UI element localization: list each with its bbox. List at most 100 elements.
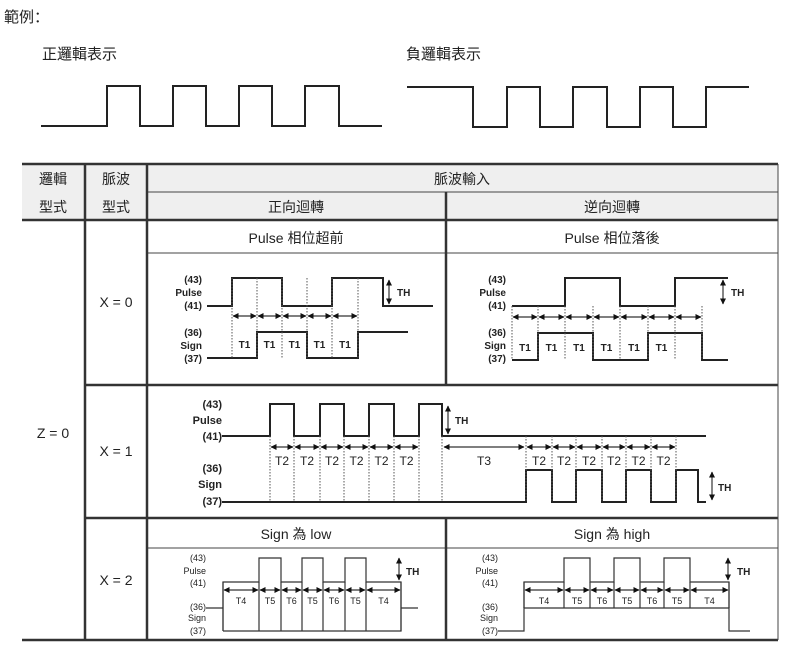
interval-label: T5 bbox=[672, 596, 683, 606]
interval-label: T1 bbox=[601, 343, 613, 354]
x2-sign-low-diagram bbox=[206, 557, 418, 632]
interval-label: T6 bbox=[329, 596, 340, 606]
th-label: TH bbox=[718, 483, 731, 494]
interval-label: T2 bbox=[300, 454, 314, 468]
positive-logic-label: 正邏輯表示 bbox=[42, 46, 117, 63]
signal-label-pulse: Pulse bbox=[193, 415, 222, 427]
pulse-waveform bbox=[523, 557, 730, 608]
interval-label: T2 bbox=[399, 454, 413, 468]
signal-label-p41: (41) bbox=[184, 301, 202, 312]
interval-label: T4 bbox=[539, 596, 550, 606]
th-label: TH bbox=[455, 416, 468, 427]
negative-logic-waveform bbox=[407, 86, 749, 128]
signal-label-sign: Sign bbox=[180, 341, 202, 352]
signal-label-p37: (37) bbox=[488, 354, 506, 365]
interval-label: T1 bbox=[239, 340, 251, 351]
pulse-waveform bbox=[222, 557, 402, 632]
signal-label-pulse: Pulse bbox=[475, 566, 498, 576]
signal-label-pulse: Pulse bbox=[479, 288, 506, 299]
interval-label: T5 bbox=[350, 596, 361, 606]
x2-left-title: Sign 為 low bbox=[261, 526, 333, 542]
interval-label: T2 bbox=[631, 454, 645, 468]
example-heading: 範例： bbox=[4, 8, 49, 26]
sign-waveform bbox=[498, 607, 750, 632]
th-label: TH bbox=[737, 567, 750, 578]
header-logic-1: 邏輯 bbox=[39, 171, 67, 187]
interval-label: T2 bbox=[374, 454, 388, 468]
interval-label: T1 bbox=[339, 340, 351, 351]
x2-sign-high-diagram bbox=[498, 557, 750, 632]
interval-label: T5 bbox=[265, 596, 276, 606]
x1-diagram bbox=[222, 403, 715, 503]
x0-label: X = 0 bbox=[99, 294, 132, 310]
th-label: TH bbox=[731, 288, 744, 299]
signal-label-p36: (36) bbox=[482, 602, 498, 612]
signal-label-pulse: Pulse bbox=[175, 288, 202, 299]
th-label: TH bbox=[406, 567, 419, 578]
signal-label-p41: (41) bbox=[482, 578, 498, 588]
interval-label: T4 bbox=[378, 596, 389, 606]
signal-label-sign: Sign bbox=[188, 613, 206, 623]
signal-label-p37: (37) bbox=[482, 626, 498, 636]
interval-label: T5 bbox=[307, 596, 318, 606]
pulse-waveform bbox=[222, 403, 706, 437]
sign-waveform bbox=[222, 469, 706, 503]
signal-label-sign: Sign bbox=[484, 341, 506, 352]
interval-label: T4 bbox=[236, 596, 247, 606]
th-label: TH bbox=[397, 288, 410, 299]
signal-label-p43: (43) bbox=[184, 275, 202, 286]
signal-label-p43: (43) bbox=[482, 553, 498, 563]
interval-label: T2 bbox=[532, 454, 546, 468]
interval-label: T1 bbox=[573, 343, 585, 354]
interval-label: T1 bbox=[656, 343, 668, 354]
interval-label: T2 bbox=[656, 454, 670, 468]
interval-label: T2 bbox=[607, 454, 621, 468]
header-logic-2: 型式 bbox=[39, 199, 67, 215]
signal-label-p41: (41) bbox=[488, 301, 506, 312]
x2-label: X = 2 bbox=[99, 572, 132, 588]
signal-label-p41: (41) bbox=[190, 578, 206, 588]
header-pulse-type-2: 型式 bbox=[102, 199, 130, 215]
signal-label-p37: (37) bbox=[190, 626, 206, 636]
signal-label-p36: (36) bbox=[488, 328, 506, 339]
interval-label: T1 bbox=[289, 340, 301, 351]
signal-label-p43: (43) bbox=[190, 553, 206, 563]
positive-logic-waveform bbox=[41, 85, 382, 127]
signal-label-p43: (43) bbox=[202, 399, 222, 411]
interval-label: T1 bbox=[546, 343, 558, 354]
interval-label: T5 bbox=[622, 596, 633, 606]
interval-label: T2 bbox=[349, 454, 363, 468]
interval-label: T2 bbox=[557, 454, 571, 468]
header-pulse-type-1: 脈波 bbox=[102, 171, 130, 187]
pulse-waveform bbox=[512, 277, 728, 307]
interval-label: T2 bbox=[275, 454, 289, 468]
signal-label-sign: Sign bbox=[480, 613, 498, 623]
table-grid bbox=[22, 162, 779, 642]
negative-logic-label: 負邏輯表示 bbox=[406, 46, 481, 63]
header-pulse-input: 脈波輸入 bbox=[434, 171, 490, 187]
interval-label: T6 bbox=[647, 596, 658, 606]
interval-label: T1 bbox=[264, 340, 276, 351]
header-reverse: 逆向迴轉 bbox=[584, 199, 640, 215]
interval-label: T6 bbox=[286, 596, 297, 606]
interval-label: T2 bbox=[325, 454, 339, 468]
header-forward: 正向迴轉 bbox=[268, 199, 324, 215]
signal-label-p37: (37) bbox=[184, 354, 202, 365]
interval-label: T1 bbox=[314, 340, 326, 351]
z-label: Z = 0 bbox=[37, 425, 70, 441]
signal-label-p36: (36) bbox=[202, 463, 222, 475]
interval-label: T4 bbox=[704, 596, 715, 606]
t3-label: T3 bbox=[477, 454, 491, 468]
x2-right-title: Sign 為 high bbox=[574, 526, 650, 542]
x1-label: X = 1 bbox=[99, 443, 132, 459]
signal-label-p36: (36) bbox=[184, 328, 202, 339]
signal-label-p41: (41) bbox=[202, 431, 222, 443]
signal-label-p43: (43) bbox=[488, 275, 506, 286]
signal-label-p36: (36) bbox=[190, 602, 206, 612]
x0-right-title: Pulse 相位落後 bbox=[565, 230, 660, 246]
interval-label: T5 bbox=[572, 596, 583, 606]
signal-label-p37: (37) bbox=[202, 496, 222, 508]
interval-label: T1 bbox=[519, 343, 531, 354]
signal-label-pulse: Pulse bbox=[183, 566, 206, 576]
